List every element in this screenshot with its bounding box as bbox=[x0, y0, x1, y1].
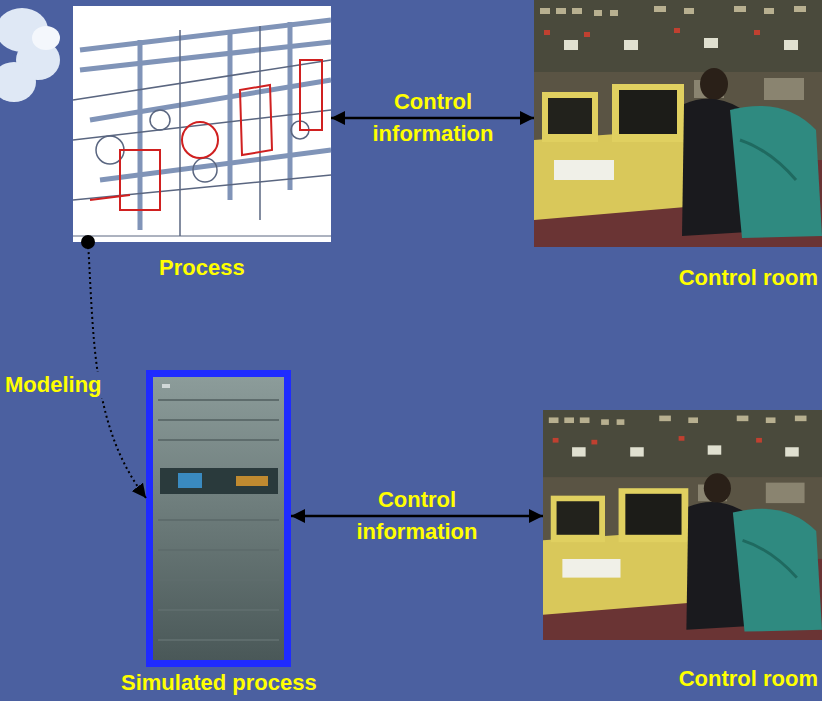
node-caption: Control room bbox=[679, 667, 818, 691]
control-room-photo: Control room bbox=[543, 410, 822, 640]
connector bbox=[331, 117, 534, 120]
edge-label: Modeling bbox=[2, 372, 105, 398]
node-caption: Simulated process bbox=[121, 671, 317, 695]
cloud bbox=[0, 8, 60, 102]
control-room-photo: Control room bbox=[534, 0, 822, 247]
connector bbox=[291, 515, 543, 518]
server-cabinet bbox=[146, 370, 291, 667]
process-image: Process bbox=[73, 6, 331, 242]
edge-label: Control information bbox=[342, 484, 492, 548]
node-caption: Control room bbox=[679, 266, 818, 290]
control-room-photo bbox=[543, 410, 822, 640]
plant-drawing bbox=[73, 6, 331, 242]
control-room-photo bbox=[534, 0, 822, 247]
connector bbox=[88, 242, 146, 498]
server-cabinet: Simulated process bbox=[146, 370, 291, 667]
node-caption: Process bbox=[159, 256, 245, 280]
edge-label: Control information bbox=[358, 86, 508, 150]
